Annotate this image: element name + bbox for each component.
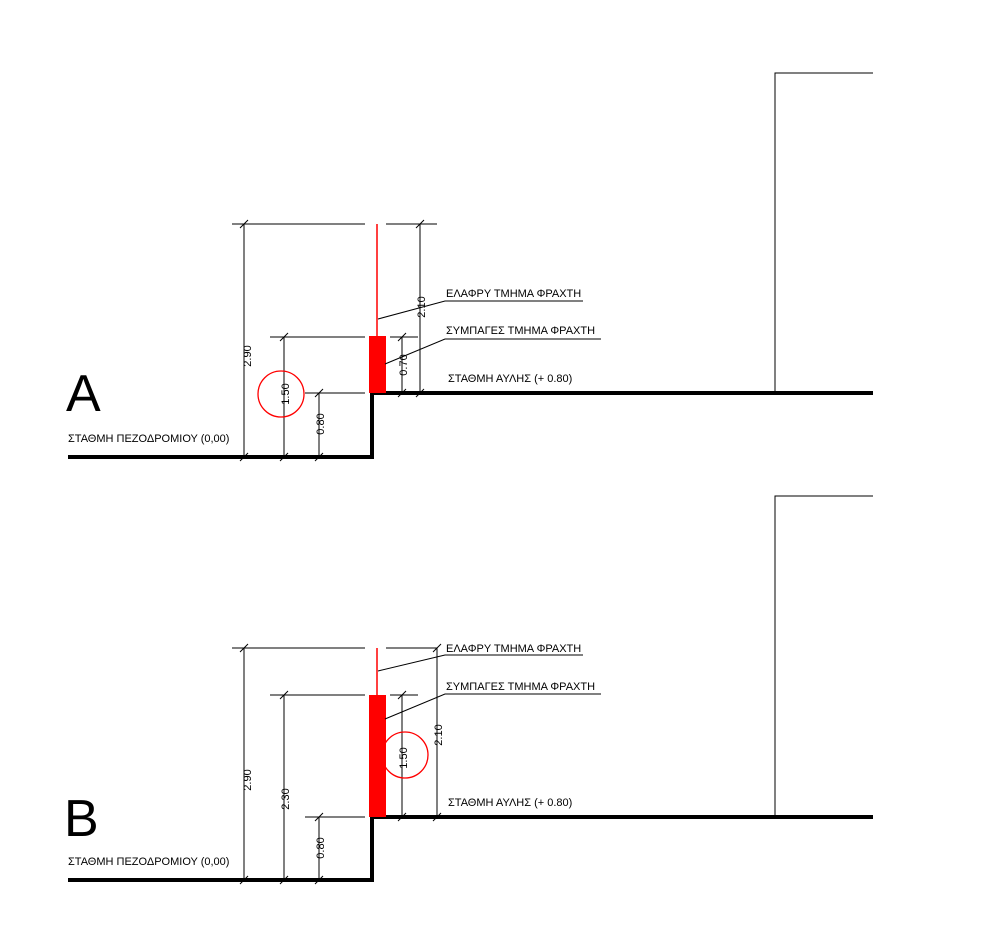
- solid-fence-part-a: [369, 336, 386, 393]
- solid-fence-part-b: [369, 695, 386, 817]
- section-a: 2.90 1.50 0.80 2.10 0.70 ΕΛΑΦΡΥ ΤΜΗΜΑ ΦΡ…: [66, 72, 873, 462]
- leader-light-fence-b: [377, 654, 583, 672]
- dim-label-step-a: 0.80: [315, 413, 327, 434]
- label-solid-fence-a: ΣΥΜΠΑΓΕΣ ΤΜΗΜΑ ΦΡΑΧΤΗ: [446, 325, 595, 337]
- leader-solid-fence-b: [384, 693, 601, 720]
- label-yard-level-a: ΣΤΑΘΜΗ ΑΥΛΗΣ (+ 0.80): [448, 373, 572, 385]
- dim-label-solid-a: 1.50: [280, 383, 292, 404]
- dim-label-yard-b: 2.10: [433, 724, 445, 745]
- dim-label-solid-part-b: 1.50: [398, 747, 410, 768]
- section-letter-a: A: [66, 365, 101, 423]
- section-b: 2.90 2.30 0.80 2.10 1.50 ΕΛΑΦΡΥ ΤΜΗΜΑ ΦΡ…: [64, 495, 873, 885]
- ground-profile-b: [68, 815, 873, 882]
- building-outline-a: [774, 72, 873, 392]
- dim-label-solid-part-a: 0.70: [398, 354, 410, 375]
- label-yard-level-b: ΣΤΑΘΜΗ ΑΥΛΗΣ (+ 0.80): [448, 797, 572, 809]
- leader-solid-fence-a: [384, 338, 601, 365]
- section-letter-b: B: [64, 790, 99, 848]
- dim-label-step-b: 0.80: [315, 837, 327, 858]
- label-sidewalk-level-a: ΣΤΑΘΜΗ ΠΕΖΟΔΡΟΜΙΟΥ (0,00): [68, 433, 229, 445]
- ground-profile-a: [68, 391, 873, 459]
- dim-label-total-b: 2.90: [242, 769, 254, 790]
- label-solid-fence-b: ΣΥΜΠΑΓΕΣ ΤΜΗΜΑ ΦΡΑΧΤΗ: [446, 681, 595, 693]
- highlight-circle-a: [257, 370, 305, 418]
- dim-label-solid-b: 2.30: [280, 788, 292, 809]
- label-light-fence-b: ΕΛΑΦΡΥ ΤΜΗΜΑ ΦΡΑΧΤΗ: [446, 643, 581, 655]
- dim-label-total-a: 2.90: [242, 345, 254, 366]
- building-outline-b: [774, 495, 873, 816]
- highlight-circle-b: [381, 731, 429, 779]
- label-sidewalk-level-b: ΣΤΑΘΜΗ ΠΕΖΟΔΡΟΜΙΟΥ (0,00): [68, 856, 229, 868]
- leader-light-fence-a: [377, 300, 583, 320]
- label-light-fence-a: ΕΛΑΦΡΥ ΤΜΗΜΑ ΦΡΑΧΤΗ: [446, 288, 581, 300]
